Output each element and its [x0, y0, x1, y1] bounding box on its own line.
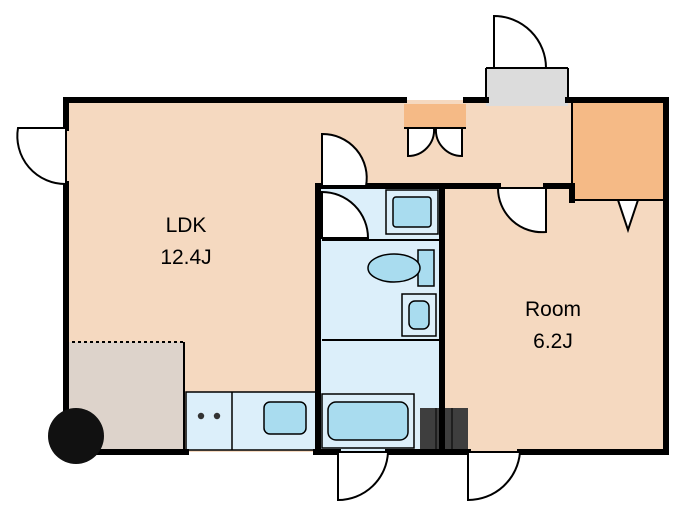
stove-burner-icon — [197, 412, 205, 420]
outdoor-unit-icon — [48, 408, 104, 464]
room-closet — [572, 100, 666, 200]
entrance-door-icon — [493, 14, 548, 69]
shoe-cabinet-door-icon — [434, 127, 463, 158]
entrance-hood — [486, 68, 568, 106]
room-labels: LDK 12.4J Room 6.2J — [160, 214, 581, 353]
shoe-cabinet — [404, 104, 466, 128]
kitchen-sink — [263, 401, 307, 435]
wet-area — [321, 189, 468, 452]
stove-burner-icon — [213, 412, 221, 420]
hall-door-icon — [321, 132, 368, 187]
ldk-name: LDK — [166, 214, 207, 237]
room-size: 6.2J — [533, 330, 573, 353]
kitchen — [185, 391, 317, 451]
doors — [16, 14, 640, 502]
walls — [63, 97, 669, 455]
ldk-size: 12.4J — [160, 246, 211, 269]
room-closet-door-icon — [467, 451, 522, 502]
room-door-icon — [496, 187, 547, 234]
shoe-cabinet-door-icon — [407, 127, 436, 158]
ldk-exterior-door-icon — [16, 127, 67, 186]
room-name: Room — [525, 298, 581, 321]
washroom-door-icon — [321, 190, 370, 239]
bath-door-icon — [337, 451, 390, 502]
closet-door-icon — [616, 199, 640, 234]
toilet-icon — [367, 253, 421, 283]
